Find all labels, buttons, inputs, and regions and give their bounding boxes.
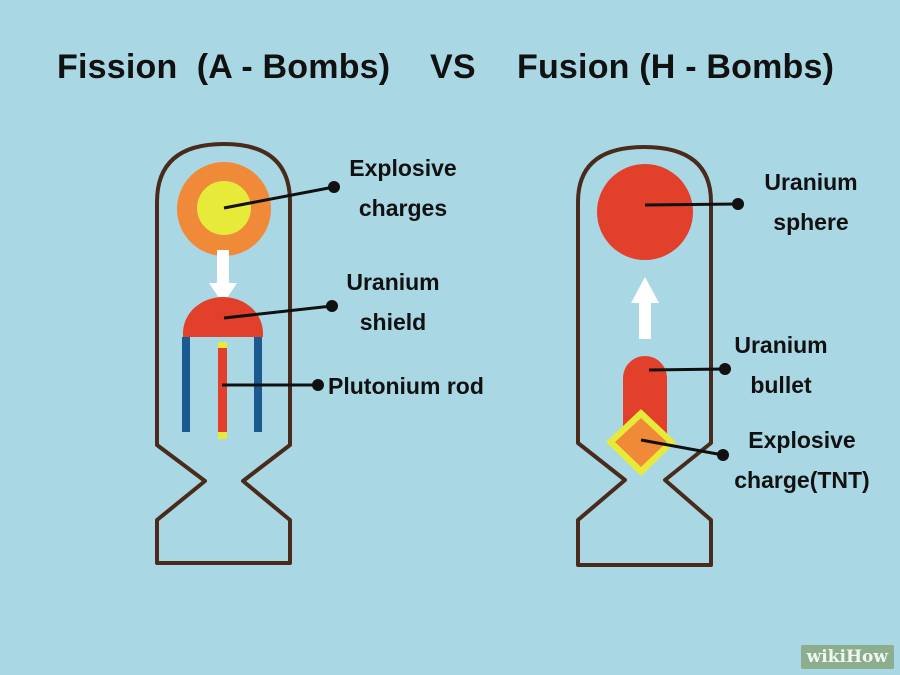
shield-leg-left: [182, 337, 190, 432]
title-fusion: Fusion (H - Bombs): [517, 48, 835, 86]
leader-uranium-sphere: [644, 202, 739, 207]
label-uranium-shield: Uranium shield: [346, 269, 440, 335]
title-vs: VS: [430, 48, 476, 86]
arrow-down-head: [209, 283, 237, 304]
leader-uranium-bullet: [648, 367, 726, 372]
fusion-bomb: [576, 145, 744, 567]
leader-dot-uranium-sphere: [732, 198, 744, 210]
leader-explosive-charges: [223, 185, 335, 210]
leader-dot-explosive-charges: [328, 181, 340, 193]
leader-dot-uranium-shield: [326, 300, 338, 312]
fission-bomb: [155, 142, 340, 565]
fusion-bomb-casing: [576, 145, 713, 567]
arrow-down-shaft: [217, 250, 229, 283]
uranium-shield: [183, 297, 263, 337]
label-uranium-sphere: Uranium sphere: [764, 169, 858, 235]
wikihow-watermark: wikiHow: [800, 645, 894, 669]
label-explosive-charge-tnt: Explosive charge(TNT): [734, 427, 870, 493]
leader-explosive-charge: [640, 438, 724, 457]
explosive-charge-tnt: [615, 418, 667, 467]
leader-dot-uranium-bullet: [719, 363, 731, 375]
leader-dot-explosive-charge: [717, 449, 729, 461]
label-plutonium-rod: Plutonium rod: [328, 373, 484, 399]
fission-bomb-casing: [155, 142, 292, 565]
uranium-sphere: [597, 164, 693, 260]
label-explosive-charges: Explosive charges: [349, 155, 457, 221]
leader-dot-plutonium-rod: [312, 379, 324, 391]
leader-uranium-shield: [223, 304, 333, 320]
plutonium-rod: [218, 348, 227, 432]
title-fission: Fission (A - Bombs): [57, 48, 391, 86]
arrow-up-head: [631, 277, 659, 303]
arrow-up-shaft: [639, 303, 651, 339]
plutonium-rod-tip: [218, 342, 227, 348]
plutonium-rod-base: [218, 432, 227, 439]
label-uranium-bullet: Uranium bullet: [734, 332, 828, 398]
